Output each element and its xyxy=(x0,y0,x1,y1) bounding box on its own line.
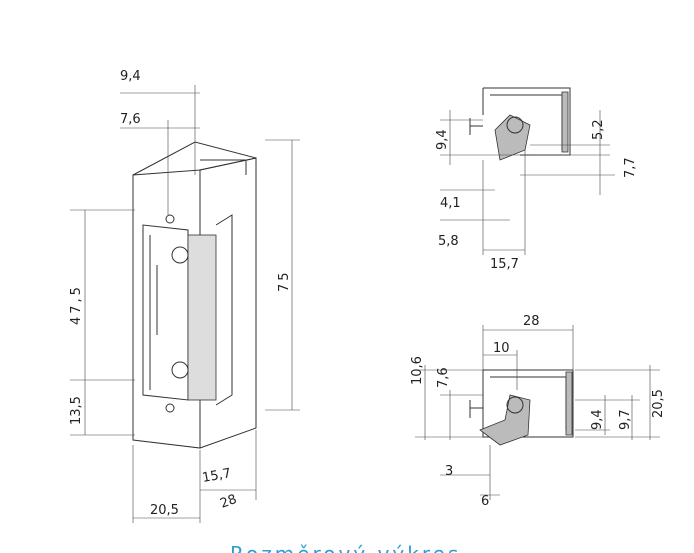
dim-6: 6 xyxy=(481,494,489,509)
dim-9-7: 9,7 xyxy=(618,409,633,430)
dim-47-5: 47,5 xyxy=(69,284,84,325)
dim-13-5: 13,5 xyxy=(69,396,84,425)
dim-7-6: 7,6 xyxy=(120,112,141,127)
dim-9-4: 9,4 xyxy=(120,69,141,84)
dim-28: 28 xyxy=(218,492,239,512)
dim-10: 10 xyxy=(493,341,510,356)
dim-3: 3 xyxy=(445,464,453,479)
dim-7-7: 7,7 xyxy=(623,157,638,178)
side-view-bottom: 28 10 10,6 7,6 9,4 9,7 20,5 3 6 xyxy=(410,314,666,509)
dim-7-6-side: 7,6 xyxy=(436,367,451,388)
dim-15-7-side: 15,7 xyxy=(490,257,519,272)
dim-75: 75 xyxy=(277,269,292,292)
dim-4-1: 4,1 xyxy=(440,196,461,211)
dim-5-2: 5,2 xyxy=(591,119,606,140)
dim-20-5: 20,5 xyxy=(150,503,179,518)
front-view: 9,4 7,6 47,5 13,5 75 15,7 20,5 28 xyxy=(69,69,300,523)
dim-9-4-side: 9,4 xyxy=(435,129,450,150)
dim-5-8: 5,8 xyxy=(438,234,459,249)
drawing-caption: Rozměrový výkres xyxy=(230,542,461,553)
dim-10-6: 10,6 xyxy=(410,356,425,385)
dim-15-7: 15,7 xyxy=(201,466,232,486)
dim-9-4-bottom: 9,4 xyxy=(590,409,605,430)
side-view-top: 9,4 5,2 7,7 4,1 5,8 15,7 xyxy=(435,87,638,272)
dim-20-5-side: 20,5 xyxy=(651,389,666,418)
dim-28-side: 28 xyxy=(523,314,540,329)
